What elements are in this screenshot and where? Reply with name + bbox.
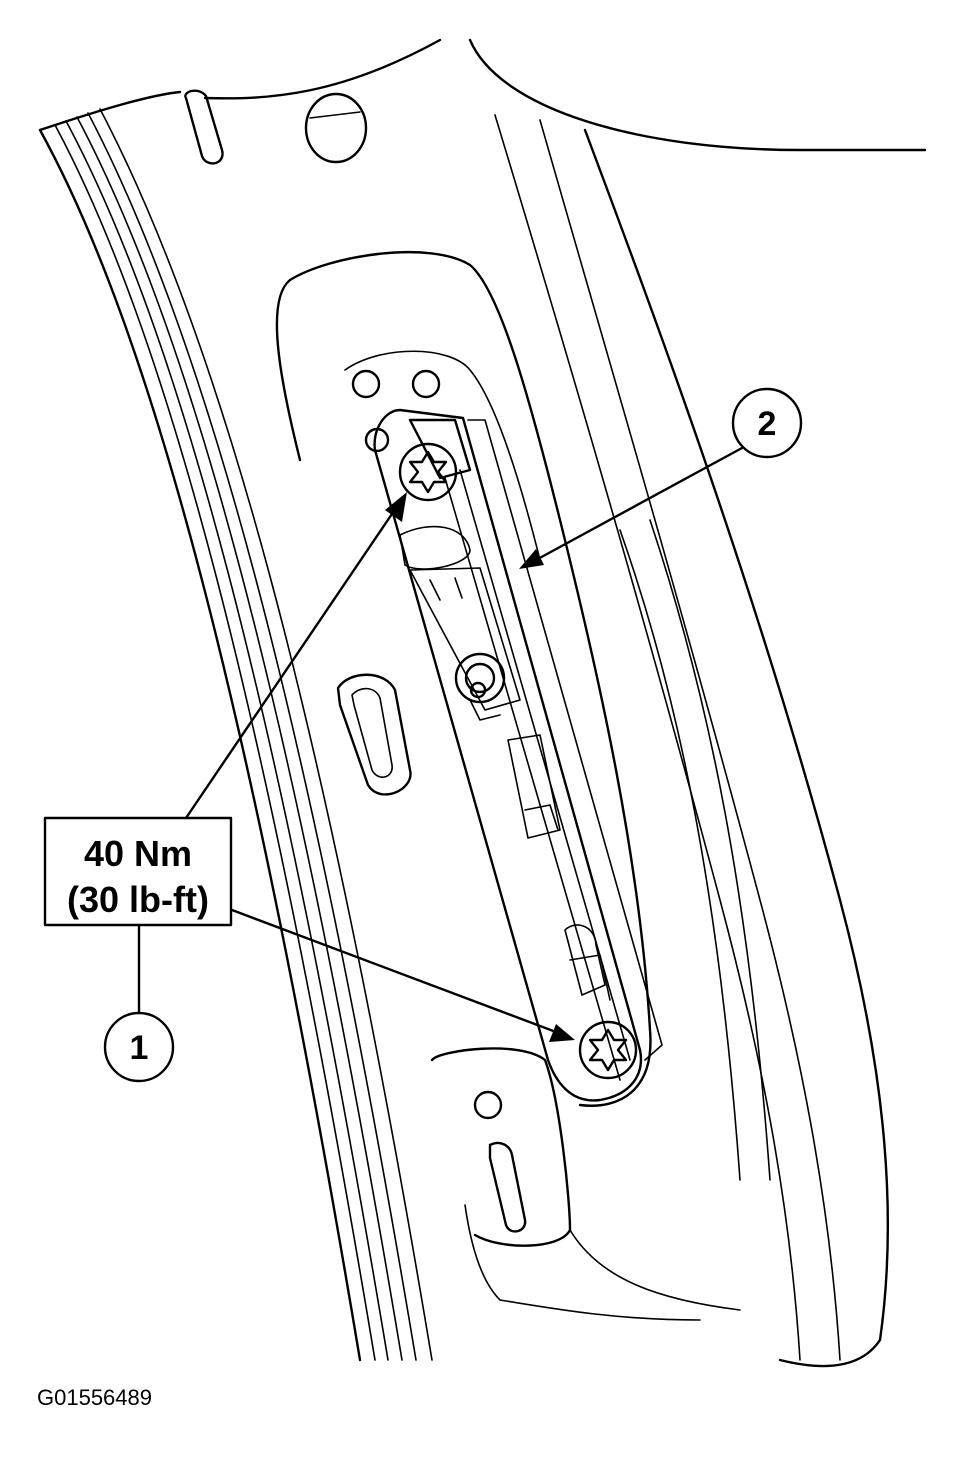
pillar-upper-right xyxy=(468,38,927,1368)
figure-id: G01556489 xyxy=(37,1385,152,1410)
lower-bolt-icon xyxy=(578,1020,638,1080)
pocket-holes xyxy=(351,369,527,1233)
torque-imperial: (30 lb-ft) xyxy=(67,879,209,920)
callout-2-label: 2 xyxy=(758,405,777,443)
upper-bolt-arrow-icon xyxy=(385,492,407,522)
pillar-top-slots xyxy=(184,89,368,165)
adjuster-arrow-icon xyxy=(519,549,544,569)
callout-1: 1 xyxy=(103,1011,175,1083)
callout-1-label: 1 xyxy=(130,1029,149,1067)
pillar-outer-contour xyxy=(38,38,442,1362)
torque-spec-box: 40 Nm (30 lb-ft) xyxy=(43,816,233,927)
pillar-mid-slot xyxy=(336,673,412,796)
callout-leaders xyxy=(137,446,744,1042)
mounting-pocket xyxy=(275,250,741,1321)
torque-metric: 40 Nm xyxy=(84,833,192,874)
upper-bolt-icon xyxy=(398,442,458,502)
callout-2: 2 xyxy=(731,387,803,459)
height-adjuster-assembly xyxy=(373,408,663,1102)
lower-bolt-arrow-icon xyxy=(549,1024,575,1042)
